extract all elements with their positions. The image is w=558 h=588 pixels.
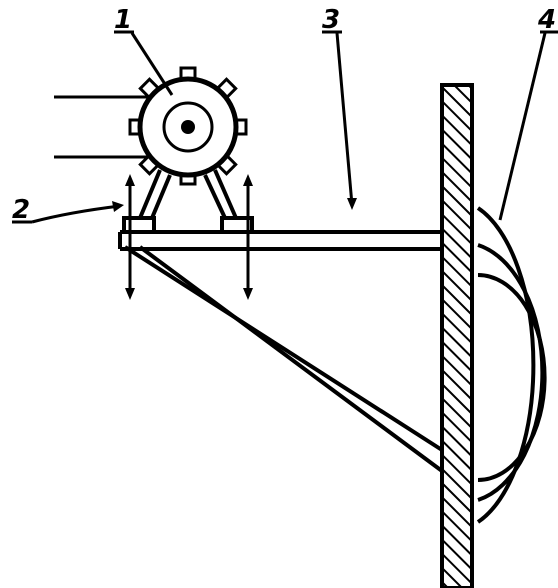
callout-1: 1 [114, 5, 132, 35]
wall [440, 83, 474, 588]
callout-2: 2 [12, 195, 30, 225]
vertical-arrow-left [125, 174, 135, 300]
motor-mount-right [203, 169, 254, 234]
horizontal-beam [118, 230, 442, 251]
motor [128, 66, 248, 186]
diagonal-strut [123, 245, 444, 473]
callout-leaders [12, 30, 558, 224]
vertical-arrow-right [243, 174, 253, 300]
vibration-waves [476, 206, 547, 524]
callout-4: 4 [537, 5, 556, 35]
motor-leader-lines [54, 95, 150, 159]
callout-3: 3 [322, 5, 340, 35]
